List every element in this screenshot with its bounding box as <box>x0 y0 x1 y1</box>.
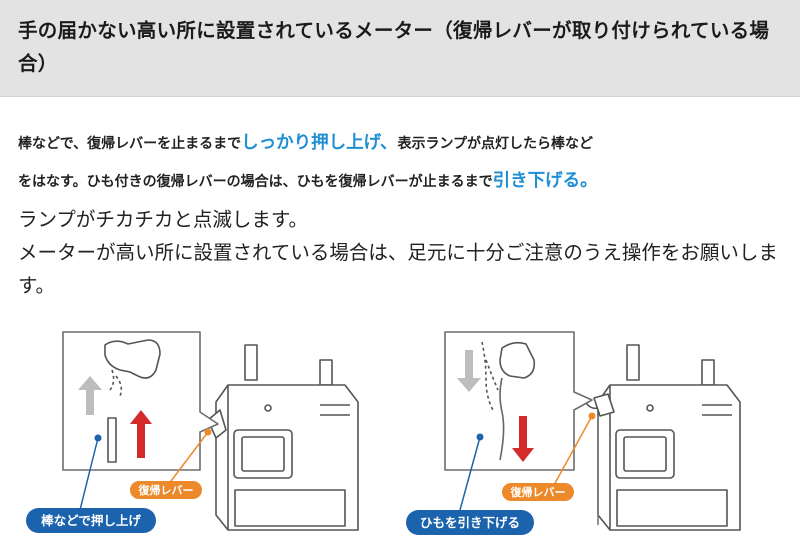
lever-icon <box>593 393 615 417</box>
instruction-body: ランプがチカチカと点滅します。 メーターが高い所に設置されている場合は、足元に十… <box>18 203 788 302</box>
action-pill <box>406 510 534 535</box>
page-header: 手の届かない高い所に設置されているメーター（復帰レバーが取り付けられている場合） <box>0 0 800 97</box>
action-pill-label: 棒などで押し上げ <box>41 513 141 528</box>
action-pill <box>26 508 156 533</box>
arrow-up-icon <box>130 410 152 458</box>
lever-tag <box>130 481 202 499</box>
arrow-down-icon <box>512 416 534 462</box>
body-paragraph: ランプがチカチカと点滅します。 <box>18 208 308 231</box>
figure-push-up-illustration: 復帰レバー 棒などで押し上げ <box>26 331 359 533</box>
lead-emphasis-push-up: しっかり押し上げ、 <box>241 133 398 153</box>
string-icon <box>499 377 505 461</box>
lead-text: 棒などで、復帰レバーを止まるまで <box>18 136 242 152</box>
page-title: 手の届かない高い所に設置されているメーター（復帰レバーが取り付けられている場合） <box>18 19 770 75</box>
gas-meter-icon <box>597 344 741 531</box>
lead-text: 表示ランプが点灯したら棒など <box>397 136 594 152</box>
callout-box <box>62 331 219 471</box>
stick-icon <box>107 417 117 463</box>
lead-text: をはなす。ひも付きの復帰レバーの場合は、ひもを復帰レバーが止まるまで <box>18 174 493 190</box>
body-paragraph: メーターが高い所に設置されている場合は、足元に十分ご注意のうえ操作をお願いします… <box>18 241 778 297</box>
lever-tag <box>502 483 574 501</box>
gas-meter-icon <box>215 344 359 531</box>
arrow-up-faded-icon <box>78 376 102 415</box>
lead-line-2: をはなす。ひも付きの復帰レバーの場合は、ひもを復帰レバーが止まるまで引き下げる。 <box>18 162 788 200</box>
figure-pull-down: 復帰レバー ひもを引き下げる <box>402 320 772 550</box>
lever-tag-label: 復帰レバー <box>510 485 566 499</box>
arrow-down-faded-icon <box>457 350 481 392</box>
action-pill-label: ひもを引き下げる <box>420 515 520 530</box>
figure-pull-down-illustration: 復帰レバー ひもを引き下げる <box>406 331 741 535</box>
lever-tag-label: 復帰レバー <box>138 483 194 497</box>
lead-emphasis-pull-down: 引き下げる。 <box>492 171 598 191</box>
figure-push-up: 復帰レバー 棒などで押し上げ <box>20 320 390 550</box>
instruction-lead: 棒などで、復帰レバーを止まるまでしっかり押し上げ、表示ランプが点灯したら棒など … <box>18 124 788 200</box>
lead-line-1: 棒などで、復帰レバーを止まるまでしっかり押し上げ、表示ランプが点灯したら棒など <box>18 124 788 162</box>
